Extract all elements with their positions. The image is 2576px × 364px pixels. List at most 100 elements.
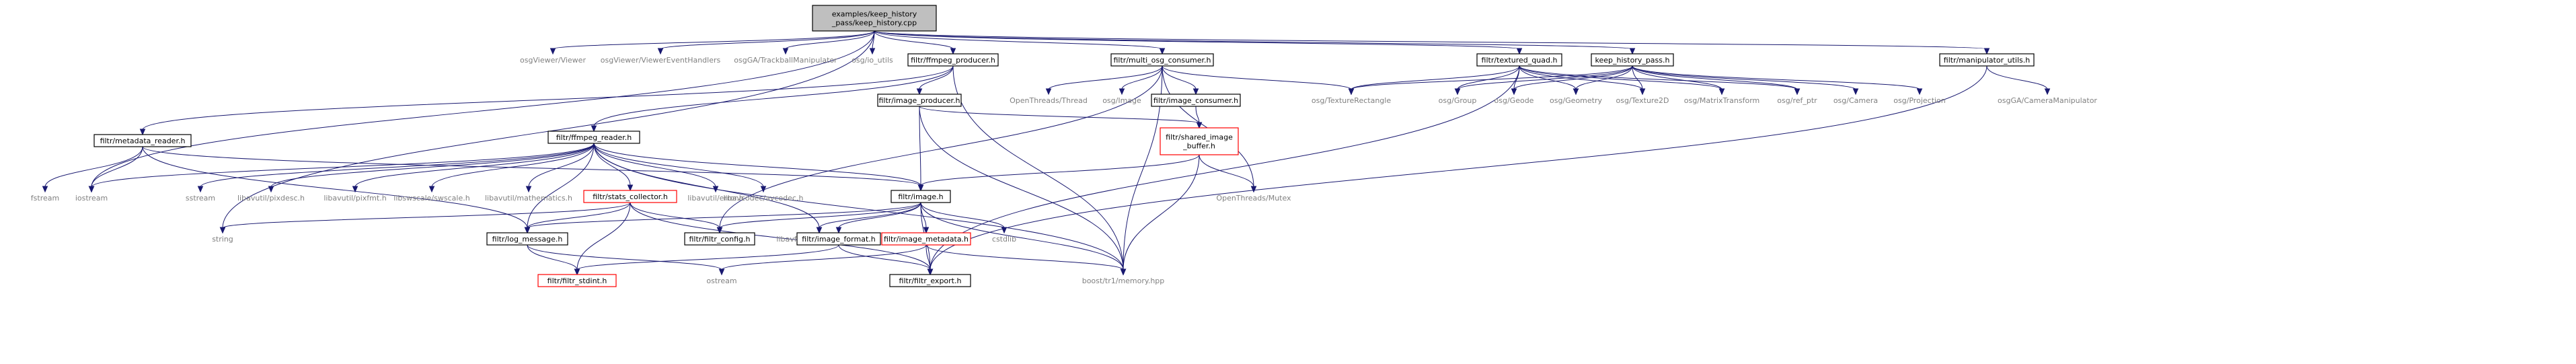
edge-arrowhead (197, 186, 204, 193)
edge-line (874, 30, 1633, 50)
edge-line (1632, 65, 1920, 90)
node-filtr-config[interactable]: filtr/filtr_config.h (684, 232, 755, 246)
node-sstream: sstream (186, 194, 215, 203)
edge-arrowhead (1454, 88, 1461, 96)
edge-root-to-osg-viewer-viewer (550, 30, 875, 55)
node-manipulator-utils[interactable]: filtr/manipulator_utils.h (1939, 53, 2035, 67)
edge-line (222, 202, 631, 229)
edge-root-to-osg-viewer-event (657, 30, 875, 55)
edge-arrowhead (760, 186, 767, 193)
node-label: filtr/image_producer.h (878, 96, 960, 105)
edge-image-consumer-to-shared-image-buffer (1195, 106, 1203, 129)
node-image-consumer[interactable]: filtr/image_consumer.h (1151, 94, 1241, 107)
edge-line (1457, 65, 1633, 90)
edge-line (527, 202, 631, 229)
edge-line (1986, 65, 2048, 90)
node-image-format[interactable]: filtr/image_format.h (796, 232, 881, 246)
node-box (796, 232, 881, 246)
edge-line (593, 65, 954, 127)
edge-keep-history-pass-to-osg-texture2-d (1632, 65, 1646, 96)
edge-arrowhead (782, 48, 789, 55)
edge-ffmpeg-reader-to-av-error (593, 143, 719, 193)
edge-root-to-textured-quad (874, 30, 1523, 55)
node-label: osg/MatrixTransform (1684, 96, 1760, 105)
edge-line (630, 202, 931, 270)
node-root[interactable]: examples/keep_history_pass/keep_history.… (812, 5, 937, 32)
node-stats-collector[interactable]: filtr/stats_collector.h (583, 190, 677, 203)
edge-arrowhead (550, 48, 556, 55)
node-metadata-reader[interactable]: filtr/metadata_reader.h (93, 134, 192, 147)
node-label: osg/Camera (1833, 96, 1878, 105)
node-image-producer[interactable]: filtr/image_producer.h (877, 94, 962, 107)
edge-line (91, 143, 595, 188)
node-log-message[interactable]: filtr/log_message.h (486, 232, 568, 246)
node-label: osg/Image (1102, 96, 1141, 105)
node-label: boost/tr1/memory.hpp (1082, 277, 1165, 285)
node-label: filtr/image_metadata.h (884, 235, 969, 244)
node-label: osg/Geode (1494, 96, 1534, 105)
edge-arrowhead (1511, 88, 1517, 96)
edge-ffmpeg-reader-to-pixdesc (268, 143, 595, 193)
node-iostream: iostream (75, 194, 108, 203)
edge-arrowhead (923, 227, 930, 234)
node-label: _buffer.h (1182, 142, 1215, 151)
edge-arrowhead (1045, 88, 1052, 96)
node-box (812, 5, 937, 32)
node-image-metadata[interactable]: filtr/image_metadata.h (881, 232, 971, 246)
edge-line (1162, 65, 1197, 90)
node-keep-history-pass[interactable]: keep_history_pass.h (1591, 53, 1674, 67)
edge-arrowhead (1573, 88, 1579, 96)
node-fstream: fstream (31, 194, 59, 203)
edge-filtr-image-to-avformat (816, 202, 921, 234)
node-box (889, 274, 971, 287)
edge-image-format-to-filtr-stdint (574, 244, 839, 276)
node-box (1476, 53, 1562, 67)
node-ffmpeg-producer[interactable]: filtr/ffmpeg_producer.h (907, 53, 999, 67)
node-label: libavutil/error.h (687, 194, 744, 203)
edge-line (1632, 65, 1722, 90)
node-shared-image-buffer[interactable]: filtr/shared_image_buffer.h (1160, 127, 1239, 155)
node-label: sstream (186, 194, 215, 203)
edge-line (721, 244, 927, 270)
node-box (93, 134, 192, 147)
node-open-threads-mutex: OpenThreads/Mutex (1216, 194, 1291, 203)
edge-arrowhead (716, 227, 723, 234)
node-ostream: ostream (706, 277, 736, 285)
node-cstdlib: cstdlib (992, 235, 1016, 244)
edge-stats-collector-to-string (219, 202, 631, 234)
node-ffmpeg-reader[interactable]: filtr/ffmpeg_reader.h (547, 131, 640, 144)
edge-arrowhead (591, 125, 597, 133)
node-box (907, 53, 999, 67)
node-label: filtr/filtr_export.h (899, 277, 962, 285)
edge-line (431, 143, 595, 188)
node-filtr-stdint[interactable]: filtr/filtr_stdint.h (537, 274, 617, 287)
node-label: examples/keep_history (832, 10, 917, 19)
node-box (537, 274, 617, 287)
edge-line (552, 30, 875, 50)
edge-multi-osg-consumer-to-open-threads-thread (1045, 65, 1163, 96)
edge-metadata-reader-to-filtr-image (142, 146, 924, 192)
edge-textured-quad-to-osg-group (1454, 65, 1520, 96)
node-avcodec: libavcodec/avcodec.h (724, 194, 804, 203)
edge-line (919, 65, 954, 90)
node-label: libavutil/pixdesc.h (237, 194, 305, 203)
node-filtr-image[interactable]: filtr/image.h (891, 190, 951, 203)
edge-line (91, 146, 143, 188)
edge-line (528, 143, 595, 188)
node-label: filtr/multi_osg_consumer.h (1114, 56, 1211, 65)
node-multi-osg-consumer[interactable]: filtr/multi_osg_consumer.h (1110, 53, 1214, 67)
edge-arrowhead (869, 48, 876, 55)
node-label: _pass/keep_history.cpp (831, 19, 917, 28)
edge-filtr-image-to-cstdlib (920, 202, 1008, 234)
edge-arrowhead (950, 48, 956, 55)
node-filtr-export[interactable]: filtr/filtr_export.h (889, 274, 971, 287)
edge-arrowhead (42, 186, 48, 193)
edge-ffmpeg-reader-to-avcodec (593, 143, 767, 193)
node-label: keep_history_pass.h (1595, 56, 1670, 65)
edge-line (1575, 65, 1633, 90)
edge-arrowhead (1192, 88, 1199, 96)
edge-keep-history-pass-to-osg-matrix-transform (1632, 65, 1725, 96)
edge-keep-history-pass-to-osg-texture-rectangle (1348, 65, 1633, 96)
node-box (1591, 53, 1674, 67)
node-textured-quad[interactable]: filtr/textured_quad.h (1476, 53, 1562, 67)
